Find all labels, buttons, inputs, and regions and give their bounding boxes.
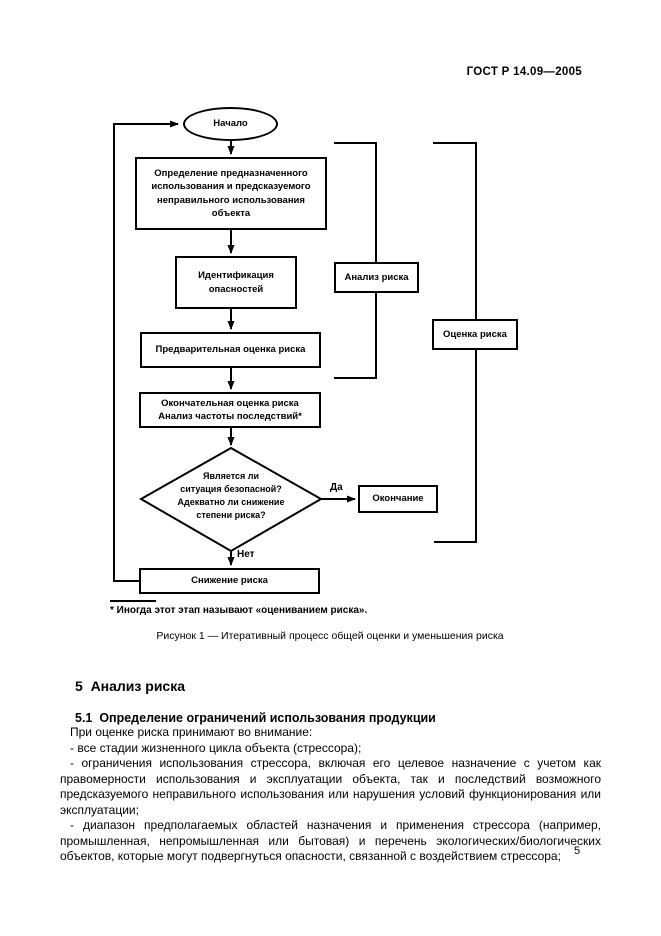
bracket-risk-analysis-line — [334, 142, 377, 379]
risk-process-flowchart: Начало Определение предназначенного испо… — [113, 107, 518, 594]
section-heading: 5 Анализ риска — [75, 678, 186, 694]
box-hazard-identification: Идентификация опасностей — [175, 256, 297, 309]
box-final-risk-assessment: Окончательная оценка риска Анализ частот… — [139, 392, 321, 428]
body-text-block: При оценке риска принимают во внимание: … — [60, 725, 601, 865]
paragraph-intro: При оценке риска принимают во внимание: — [70, 725, 313, 739]
figure-footnote: * Иногда этот этап называют «оцениванием… — [110, 605, 368, 616]
paragraph-list-item-2: - ограничения использования стрессора, в… — [60, 756, 601, 817]
box-intended-use: Определение предназначенного использован… — [135, 157, 327, 230]
connector-feedback-loop — [113, 120, 179, 582]
paragraph-list-item-3: - диапазон предполагаемых областей назна… — [60, 818, 601, 863]
flowchart-connectors — [113, 120, 477, 582]
bracket-label-risk-analysis: Анализ риска — [334, 262, 419, 293]
figure-caption: Рисунок 1 — Итеративный процесс общей оц… — [156, 630, 504, 642]
page-number: 5 — [574, 845, 581, 857]
box-end: Окончание — [358, 485, 438, 513]
label-yes: Да — [330, 482, 343, 493]
footnote-divider — [110, 600, 156, 602]
box-risk-reduction: Снижение риска — [139, 568, 320, 594]
label-no: Нет — [237, 549, 255, 560]
decision-text: Является ли ситуация безопасной? Адекват… — [177, 471, 285, 520]
paragraph-list-item-1: - все стадии жизненного цикла объекта (с… — [70, 740, 362, 755]
start-node: Начало — [183, 107, 278, 141]
document-standard-code: ГОСТ Р 14.09—2005 — [466, 66, 582, 78]
box-preliminary-risk-assessment: Предварительная оценка риска — [140, 332, 321, 368]
decision-diamond-shape — [138, 446, 324, 553]
subsection-heading: 5.1 Определение ограничений использовани… — [75, 711, 436, 725]
bracket-label-risk-assessment: Оценка риска — [432, 319, 518, 350]
